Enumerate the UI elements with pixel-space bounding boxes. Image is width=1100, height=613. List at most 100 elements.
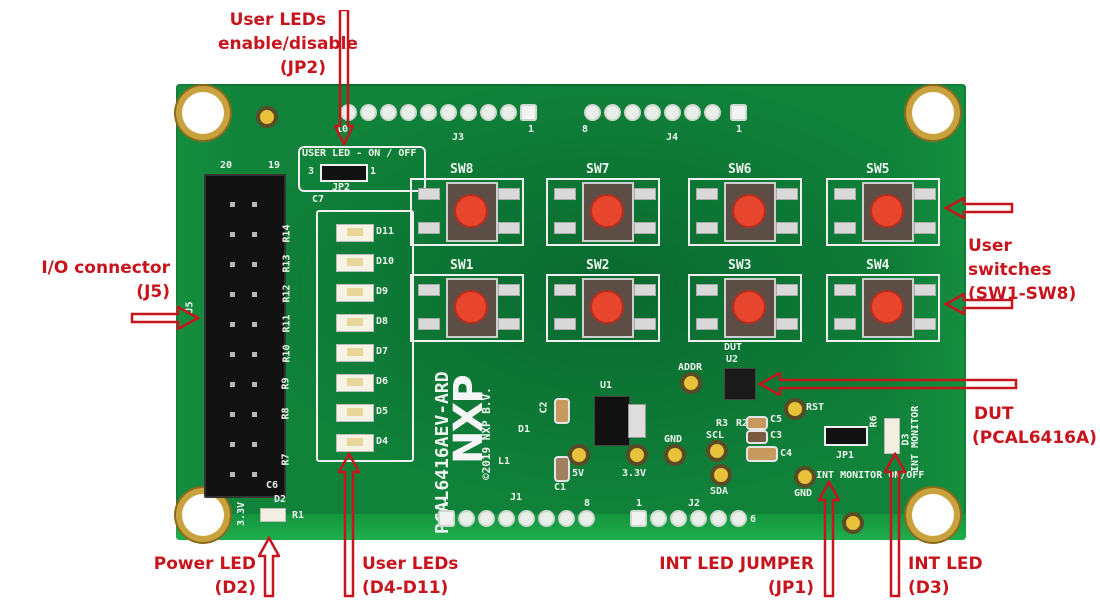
j3-pin-right-label: 1	[528, 124, 535, 135]
j5-pin	[230, 442, 235, 447]
j2-pin-right-label: 6	[750, 514, 757, 525]
switch-sw3[interactable]	[688, 274, 802, 342]
testpoint-gnd-2[interactable]	[798, 470, 812, 484]
j2-pin	[712, 512, 725, 525]
switch-button[interactable]	[734, 196, 764, 226]
j5-pin	[230, 322, 235, 327]
power-3v3-label: 3.3V	[236, 501, 247, 526]
regulator-u1	[594, 396, 630, 446]
j2-label: J2	[688, 498, 701, 509]
led-d7	[336, 344, 374, 362]
switch-label: SW1	[450, 258, 474, 273]
resistor-label: R12	[281, 284, 293, 303]
switch-sw8[interactable]	[410, 178, 524, 246]
addr-label: ADDR	[678, 362, 703, 373]
j2-pin	[672, 512, 685, 525]
j2-pin-1	[632, 512, 645, 525]
switch-pad	[554, 318, 576, 330]
j5-pin	[230, 352, 235, 357]
arrow-left-icon	[944, 293, 1014, 315]
switch-pad	[418, 318, 440, 330]
switch-pad	[696, 188, 718, 200]
switch-button[interactable]	[456, 292, 486, 322]
switch-pad	[498, 188, 520, 200]
jumper-jp2[interactable]	[320, 164, 368, 182]
switch-button[interactable]	[592, 196, 622, 226]
j5-pin-left-label: 20	[220, 160, 233, 171]
testpoint-5v[interactable]	[572, 448, 586, 462]
resistor-label: R8	[280, 407, 292, 420]
switch-sw5[interactable]	[826, 178, 940, 246]
led-label: D10	[376, 256, 395, 267]
arrow-up-icon	[258, 536, 280, 598]
mounting-hole-top-left	[182, 92, 224, 134]
resistor-label: R7	[280, 453, 292, 466]
c6-label: C6	[266, 480, 279, 491]
led-label: D7	[376, 346, 389, 357]
callout-switches-line1: User switches	[968, 236, 1052, 280]
j3-pin	[422, 106, 435, 119]
callout-jp1: INT LED JUMPER (JP1)	[650, 552, 814, 600]
user-led-on-off-label: USER LED - ON / OFF	[302, 148, 417, 159]
switch-sw2[interactable]	[546, 274, 660, 342]
j1-pin	[520, 512, 533, 525]
switch-pad	[914, 222, 936, 234]
testpoint-3v3[interactable]	[630, 448, 644, 462]
callout-int-led: INT LED (D3)	[908, 552, 1008, 600]
switch-pad	[696, 284, 718, 296]
switch-sw1[interactable]	[410, 274, 524, 342]
j5-pin	[252, 472, 257, 477]
arrow-left-switches-top	[944, 197, 1014, 219]
switch-button[interactable]	[872, 292, 902, 322]
resistor-label: R14	[281, 224, 293, 243]
jumper-jp1[interactable]	[824, 426, 868, 446]
switch-pad	[776, 318, 798, 330]
switch-label: SW7	[586, 162, 610, 177]
switch-button[interactable]	[592, 292, 622, 322]
switch-pad	[554, 284, 576, 296]
rst-label: RST	[806, 402, 825, 413]
led-d10	[336, 254, 374, 272]
j4-pin	[646, 106, 659, 119]
switch-pad	[418, 284, 440, 296]
testpoint-sda[interactable]	[714, 468, 728, 482]
switch-button[interactable]	[734, 292, 764, 322]
switch-sw7[interactable]	[546, 178, 660, 246]
callout-io-line2: (J5)	[136, 282, 170, 302]
switch-button[interactable]	[456, 196, 486, 226]
testpoint-scl[interactable]	[710, 444, 724, 458]
j3-pin	[462, 106, 475, 119]
callout-jp1-line1: INT LED JUMPER	[659, 554, 814, 574]
switch-pad	[834, 318, 856, 330]
switch-pad	[634, 284, 656, 296]
led-label: D5	[376, 406, 389, 417]
switch-pad	[498, 222, 520, 234]
gnd-label: GND	[664, 434, 683, 445]
3v3-label: 3.3V	[622, 468, 647, 479]
int-led-d3	[884, 418, 900, 454]
jp1-label: JP1	[836, 450, 855, 461]
switch-body	[446, 182, 498, 242]
j3-label: J3	[452, 132, 465, 143]
arrow-left-icon	[944, 197, 1014, 219]
j3-pin	[382, 106, 395, 119]
j1-pin	[500, 512, 513, 525]
led-label: D8	[376, 316, 389, 327]
j4-pin	[606, 106, 619, 119]
testpoint-rst[interactable]	[788, 402, 802, 416]
copyright-text: ©2019 NXP B.V.	[480, 387, 493, 480]
via-bottom-right	[846, 516, 860, 530]
switch-label: SW4	[866, 258, 890, 273]
j5-pin	[252, 442, 257, 447]
j5-pin	[252, 232, 257, 237]
j5-pin	[252, 262, 257, 267]
switch-sw6[interactable]	[688, 178, 802, 246]
arrow-left-icon	[758, 372, 1018, 396]
testpoint-gnd[interactable]	[668, 448, 682, 462]
testpoint-addr[interactable]	[684, 376, 698, 390]
callout-jp2-line2: enable/disable	[218, 34, 358, 54]
switch-button[interactable]	[872, 196, 902, 226]
callout-jp2-line3: (JP2)	[279, 58, 326, 78]
capacitor-c3	[746, 430, 768, 444]
switch-sw4[interactable]	[826, 274, 940, 342]
